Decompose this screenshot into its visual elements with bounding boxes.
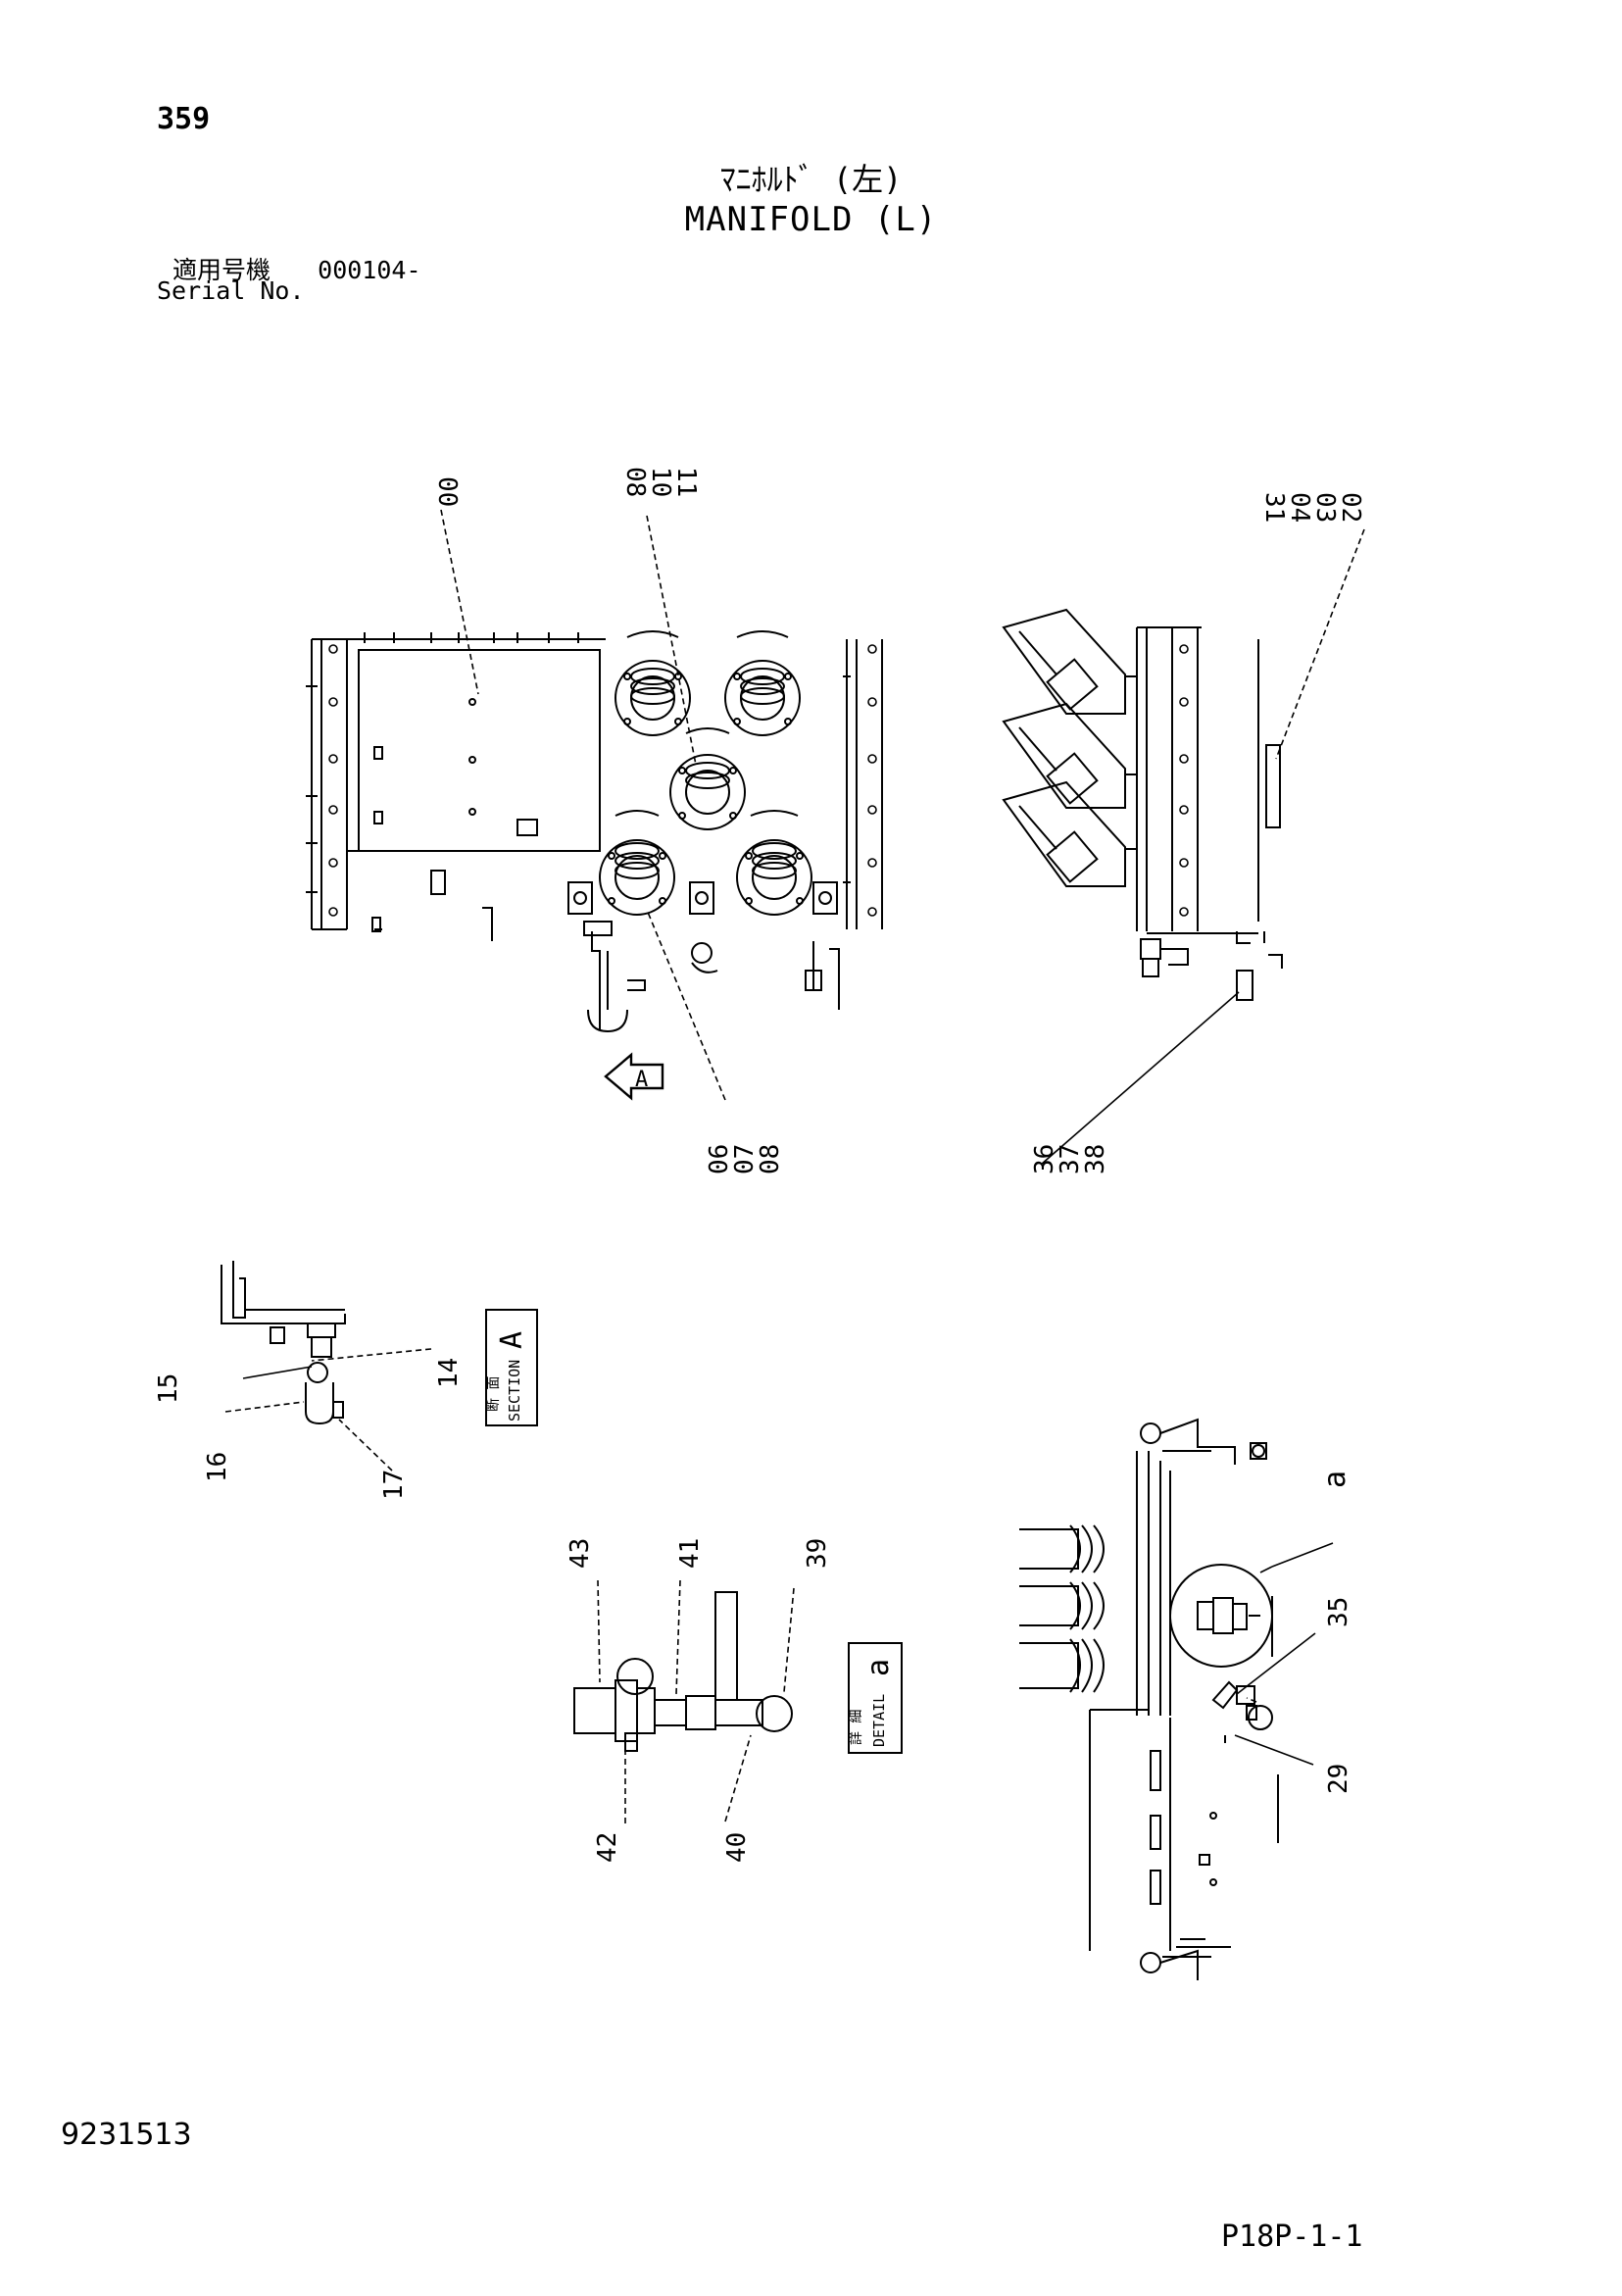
detail-a-view (573, 1591, 793, 1752)
serial-label-jp: 適用号機 (172, 256, 271, 284)
callout-08: 08 (620, 467, 650, 497)
callout-10: 10 (646, 467, 675, 497)
callout-38: 38 (1081, 1144, 1110, 1174)
solid-leaders (242, 991, 1334, 1766)
callout-02: 02 (1336, 492, 1365, 523)
serial-applicability: 適用号機 000104- (172, 251, 421, 286)
section-label-jp: 断 面 (486, 1376, 502, 1412)
flange-ports (599, 630, 812, 916)
title-english: MANIFOLD (L) (684, 200, 938, 239)
callout-35: 35 (1324, 1597, 1353, 1627)
callout-39: 39 (803, 1538, 832, 1569)
callout-31: 31 (1259, 492, 1289, 523)
callout-37: 37 (1056, 1144, 1085, 1174)
serial-value: 000104- (318, 256, 421, 284)
callout-29: 29 (1324, 1764, 1353, 1794)
callout-08b: 08 (756, 1144, 785, 1174)
page-code: P18P-1-1 (1221, 2220, 1363, 2254)
callout-11: 11 (671, 467, 701, 497)
callouts: 00 08 10 11 31 04 03 02 06 07 08 36 37 3… (154, 467, 1365, 1863)
detail-label-en: DETAIL (870, 1694, 888, 1747)
callout-06: 06 (705, 1144, 734, 1174)
manifold-side-view (1002, 608, 1283, 1001)
callout-43: 43 (565, 1538, 595, 1569)
callout-17: 17 (379, 1470, 409, 1500)
serial-label-en: Serial No. (157, 276, 305, 305)
section-label-letter: A (495, 1331, 529, 1349)
callout-16: 16 (203, 1452, 232, 1482)
callout-04: 04 (1285, 492, 1314, 523)
title-japanese: ﾏﾆﾎﾙﾄﾞ (左) (719, 161, 903, 198)
callout-14: 14 (434, 1358, 464, 1388)
manifold-detail-view (1019, 1418, 1279, 1980)
leader-lines (224, 509, 1365, 1823)
section-label-en: SECTION (506, 1360, 523, 1422)
section-a-view (221, 1261, 346, 1425)
page-number: 359 (157, 102, 211, 136)
callout-41: 41 (675, 1538, 705, 1569)
callout-15: 15 (154, 1373, 183, 1404)
manifold-plan-view (306, 630, 883, 1101)
detail-a-mark: a (1318, 1471, 1352, 1488)
detail-label-jp: 詳 細 (849, 1710, 864, 1745)
document-number: 9231513 (61, 2118, 192, 2152)
callout-36: 36 (1030, 1144, 1059, 1174)
view-a-arrow-label: A (635, 1068, 648, 1092)
callout-40: 40 (722, 1832, 752, 1863)
section-a-label-box: 断 面 SECTION A (485, 1309, 538, 1426)
detail-label-letter: a (861, 1659, 896, 1676)
callout-00: 00 (432, 476, 462, 507)
callout-07: 07 (730, 1144, 760, 1174)
callout-42: 42 (593, 1832, 622, 1863)
callout-03: 03 (1310, 492, 1340, 523)
detail-a-label-box: 詳 細 DETAIL a (848, 1642, 903, 1754)
